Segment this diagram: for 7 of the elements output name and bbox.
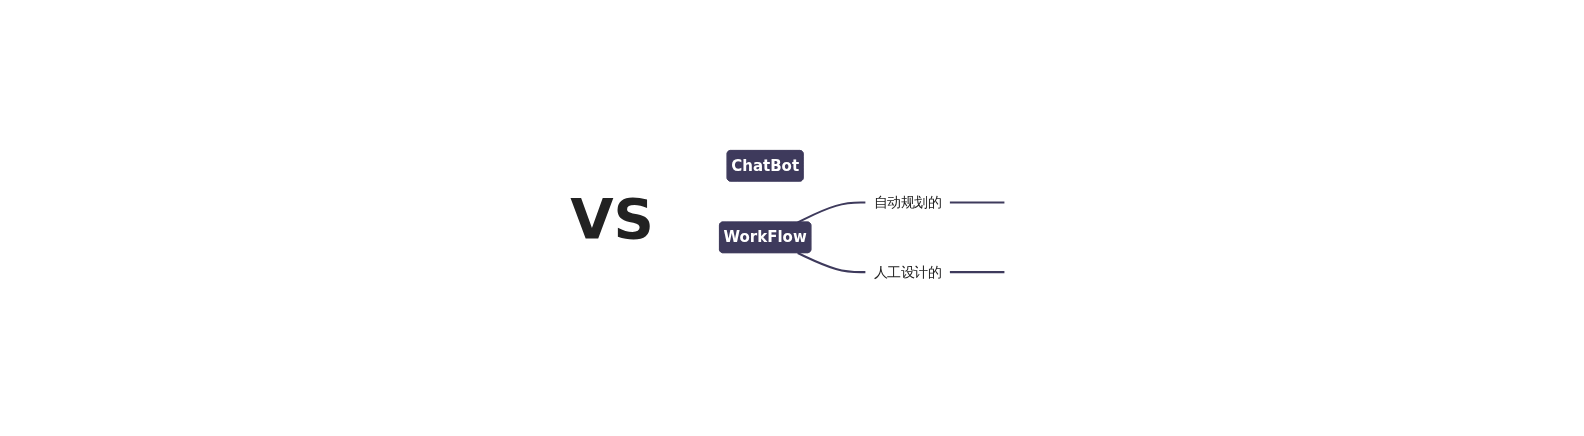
connector-line bbox=[797, 251, 866, 273]
vs-text: VS bbox=[570, 185, 654, 251]
connector-line bbox=[797, 201, 866, 223]
connector-line bbox=[949, 270, 1005, 273]
node-text: 自动规划的 bbox=[873, 193, 942, 211]
connector-line bbox=[949, 201, 1005, 204]
node-text: 人工设计的 bbox=[873, 263, 942, 280]
